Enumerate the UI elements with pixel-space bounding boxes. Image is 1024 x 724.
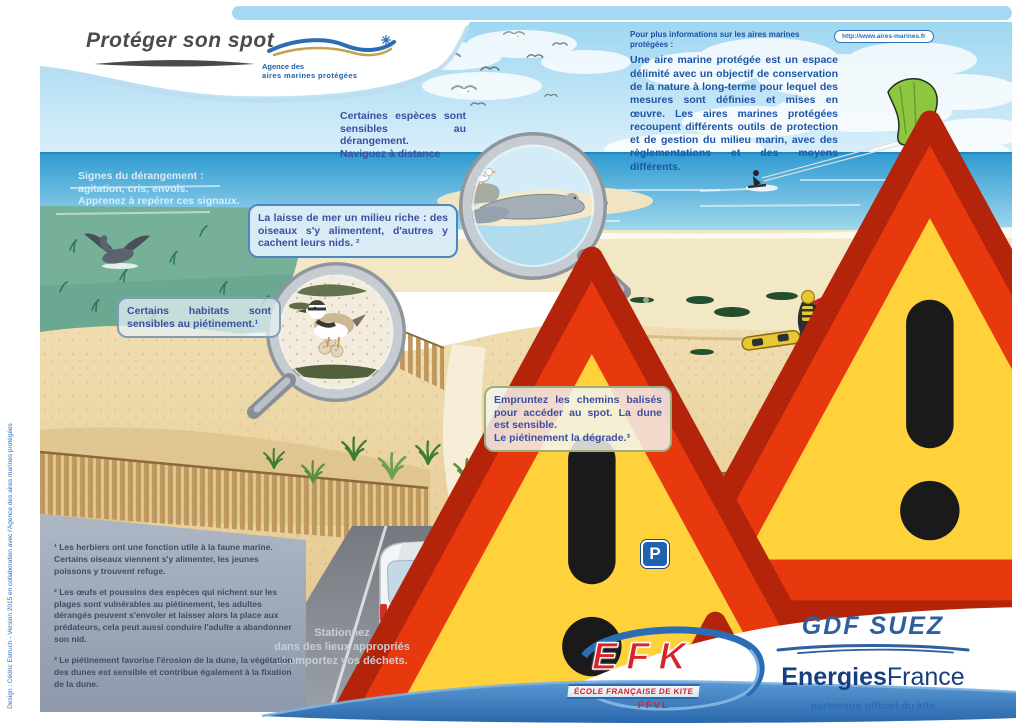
agency-logo: Agence des aires marines protégées: [254, 33, 404, 80]
efk-logo: EFK ÉCOLE FRANÇAISE DE KITE FFVL: [566, 620, 770, 720]
info-url-pill[interactable]: http://www.aires-marines.fr: [834, 30, 934, 43]
efk-acronym: EFK: [591, 635, 695, 678]
callout-disturbance-signs: Signes du dérangement : agitation, cris,…: [78, 170, 240, 208]
footnote-3: ³ Le piétinement favorise l'érosion de l…: [54, 655, 293, 689]
footnote-1: ¹ Les herbiers ont une fonction utile à …: [54, 542, 273, 576]
footnote-2: ² Les œufs et poussins des espèces qui n…: [54, 586, 292, 645]
page-title: Protéger son spot: [86, 29, 275, 52]
gdf-underline-icon: [776, 644, 970, 655]
credits-vertical: Design : Cédric Estruch - Version 2015 e…: [7, 423, 14, 709]
agency-wave-icon: [267, 35, 396, 57]
gdf-logo: GDF SUEZ EnergiesFrance partenaire offic…: [764, 612, 982, 712]
star-icon: [381, 35, 391, 45]
gdf-france: France: [886, 663, 965, 691]
callout-species: Certaines espèces sont sensibles au déra…: [340, 110, 466, 160]
fence-left: [39, 450, 429, 544]
info-box: Pour plus informations sur les aires mar…: [630, 30, 940, 174]
magnifier-plover: [247, 262, 406, 419]
goose-icon: [84, 233, 150, 269]
callout-parking: Stationnez dans des lieux appropriés et …: [274, 627, 410, 667]
title-swoosh: [94, 60, 255, 67]
top-blue-band: [232, 6, 1012, 20]
header-band: [40, 22, 470, 97]
agency-name-line1: Agence des: [262, 62, 305, 71]
gdf-energies: Energies: [781, 663, 887, 691]
gdf-tagline: partenaire officiel du kite: [810, 700, 936, 712]
bubble-paths: Empruntez les chemins balisés pour accéd…: [484, 386, 672, 453]
footnote-panel: [40, 514, 306, 712]
kiteboard-beach: [741, 329, 801, 351]
agency-name-line2: aires marines protégées: [262, 71, 358, 80]
info-heading: Pour plus informations sur les aires mar…: [630, 30, 800, 49]
efk-federation-label: FFVL: [638, 700, 670, 711]
blue-wave-band: [262, 681, 1016, 723]
info-body: Une aire marine protégée est un espace d…: [630, 54, 838, 173]
efk-swoosh-icon: [581, 626, 765, 711]
parking-sign: P: [641, 540, 669, 568]
footnotes: ¹ Les herbiers ont une fonction utile à …: [54, 542, 296, 700]
efk-school-label: ÉCOLE FRANÇAISE DE KITE: [567, 684, 701, 699]
bubble-wrack-line: La laisse de mer un milieu riche : des o…: [248, 204, 458, 258]
gdf-brand: GDF SUEZ: [801, 612, 945, 640]
bubble-habitats: Certains habitats sont sensibles au piét…: [117, 297, 281, 339]
